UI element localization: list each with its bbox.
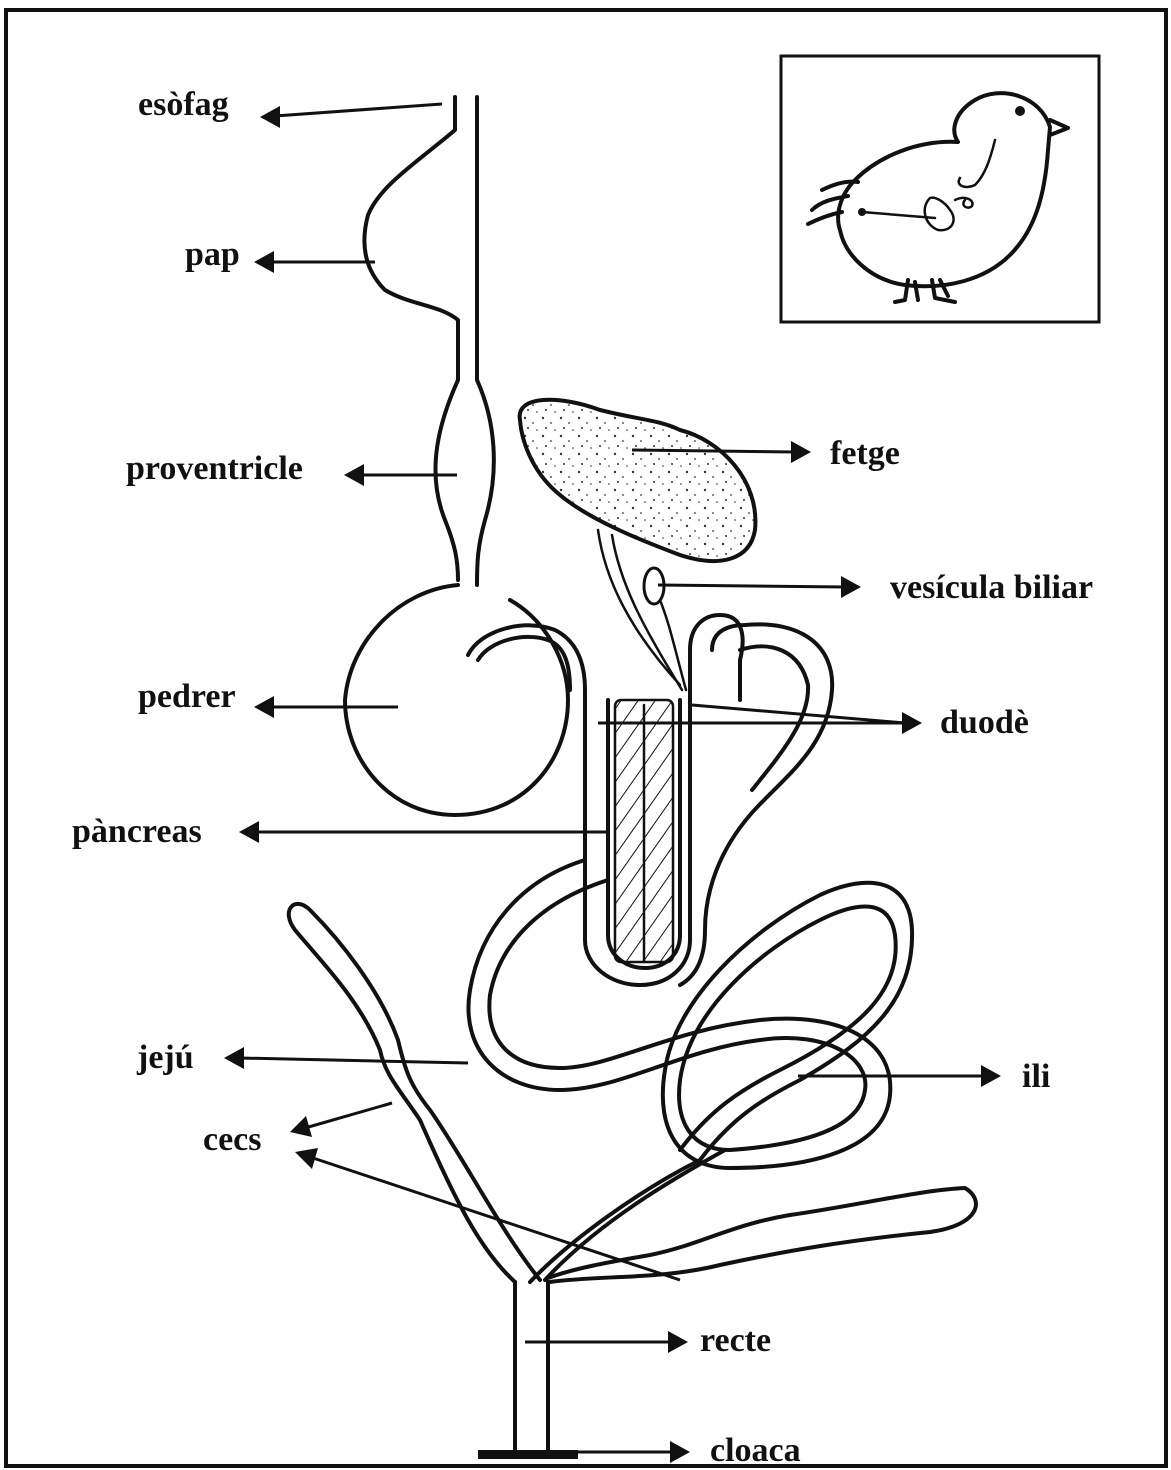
chick-inset [781,56,1099,322]
gizzard-outline [345,585,568,815]
label-pap: pap [185,238,240,272]
esophagus-right-wall [477,97,494,585]
label-jeju: jejú [137,1041,194,1075]
label-cloaca: cloaca [710,1434,801,1468]
label-pancreas: pàncreas [72,815,202,849]
label-pedrer: pedrer [138,680,236,714]
label-esofag: esòfag [138,88,229,122]
label-duode: duodè [940,706,1029,740]
chick-icon [808,93,1068,302]
small-intestine-loops [468,860,895,1150]
label-fetge: fetge [830,437,900,471]
esophagus-crop-outline [364,97,458,580]
label-proventricle: proventricle [126,452,303,486]
right-caecum [548,1188,976,1282]
label-cecs: cecs [203,1123,262,1157]
gizzard-duodenum-loop [468,615,743,985]
label-recte: recte [700,1324,771,1358]
label-ili: ili [1022,1060,1050,1094]
label-vesicula-biliar: vesícula biliar [890,571,1093,605]
liver-shape [520,400,756,561]
label-arrows [224,104,1001,1463]
